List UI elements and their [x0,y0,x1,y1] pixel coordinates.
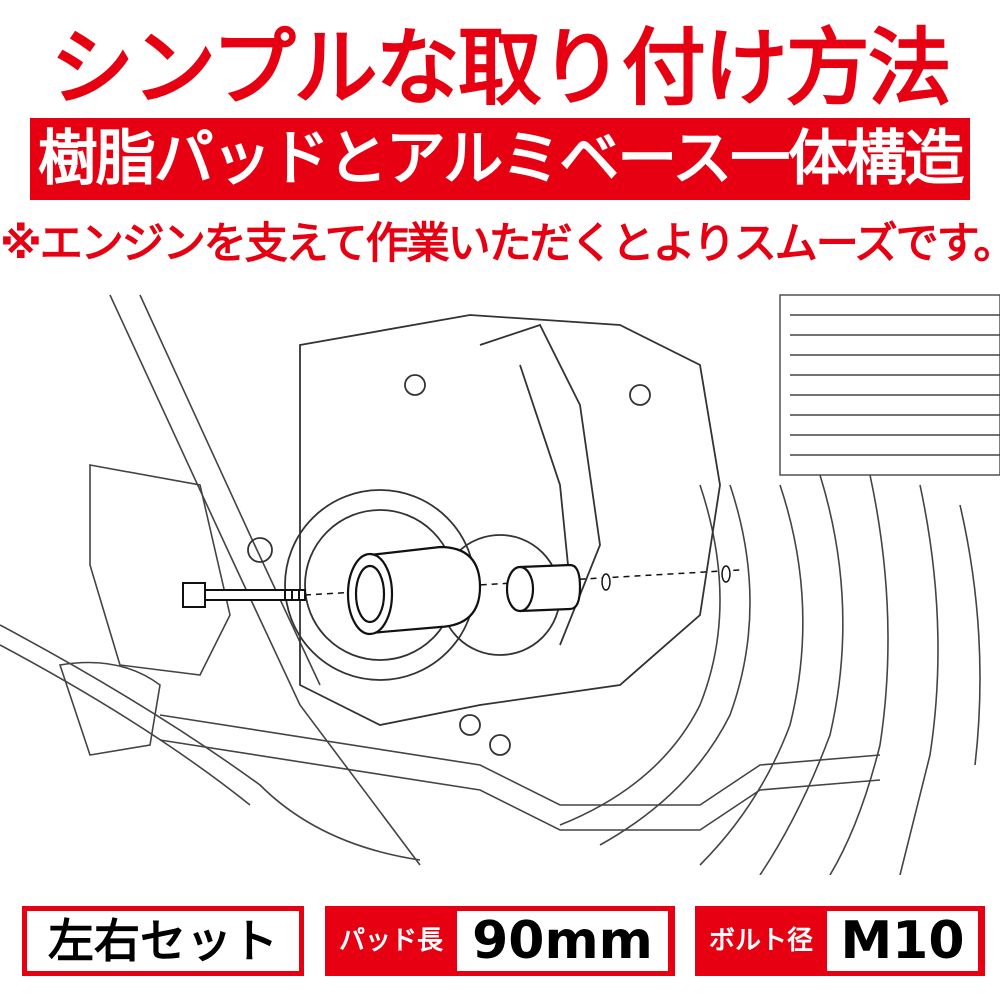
page-title: シンプルな取り付け方法 [50,19,951,117]
feature-banner: 樹脂パッドとアルミベース一体構造 [30,118,970,200]
pad-length-badge: パッド長 90mm [325,906,675,976]
bolt-size-label: ボルト径 [708,926,813,956]
pad-length-value: 90mm [457,911,668,971]
radiator [779,294,1000,476]
bolt-size-value: M10 [827,911,978,971]
alignment-line [304,569,741,596]
set-badge: 左右セット [22,906,304,976]
installation-note: ※エンジンを支えて作業いただくとよりスムーズです。 [0,219,1000,269]
pad-length-label: パッド長 [338,926,443,956]
aluminum-spacer [505,563,582,613]
frame-slider-pad [346,545,482,636]
washers [601,565,731,591]
mounting-bolt [182,582,306,608]
bolt-size-badge: ボルト径 M10 [695,906,985,976]
engine-block [247,314,721,756]
frame-lines [0,294,981,875]
engine-installation-illustration [0,294,1000,875]
